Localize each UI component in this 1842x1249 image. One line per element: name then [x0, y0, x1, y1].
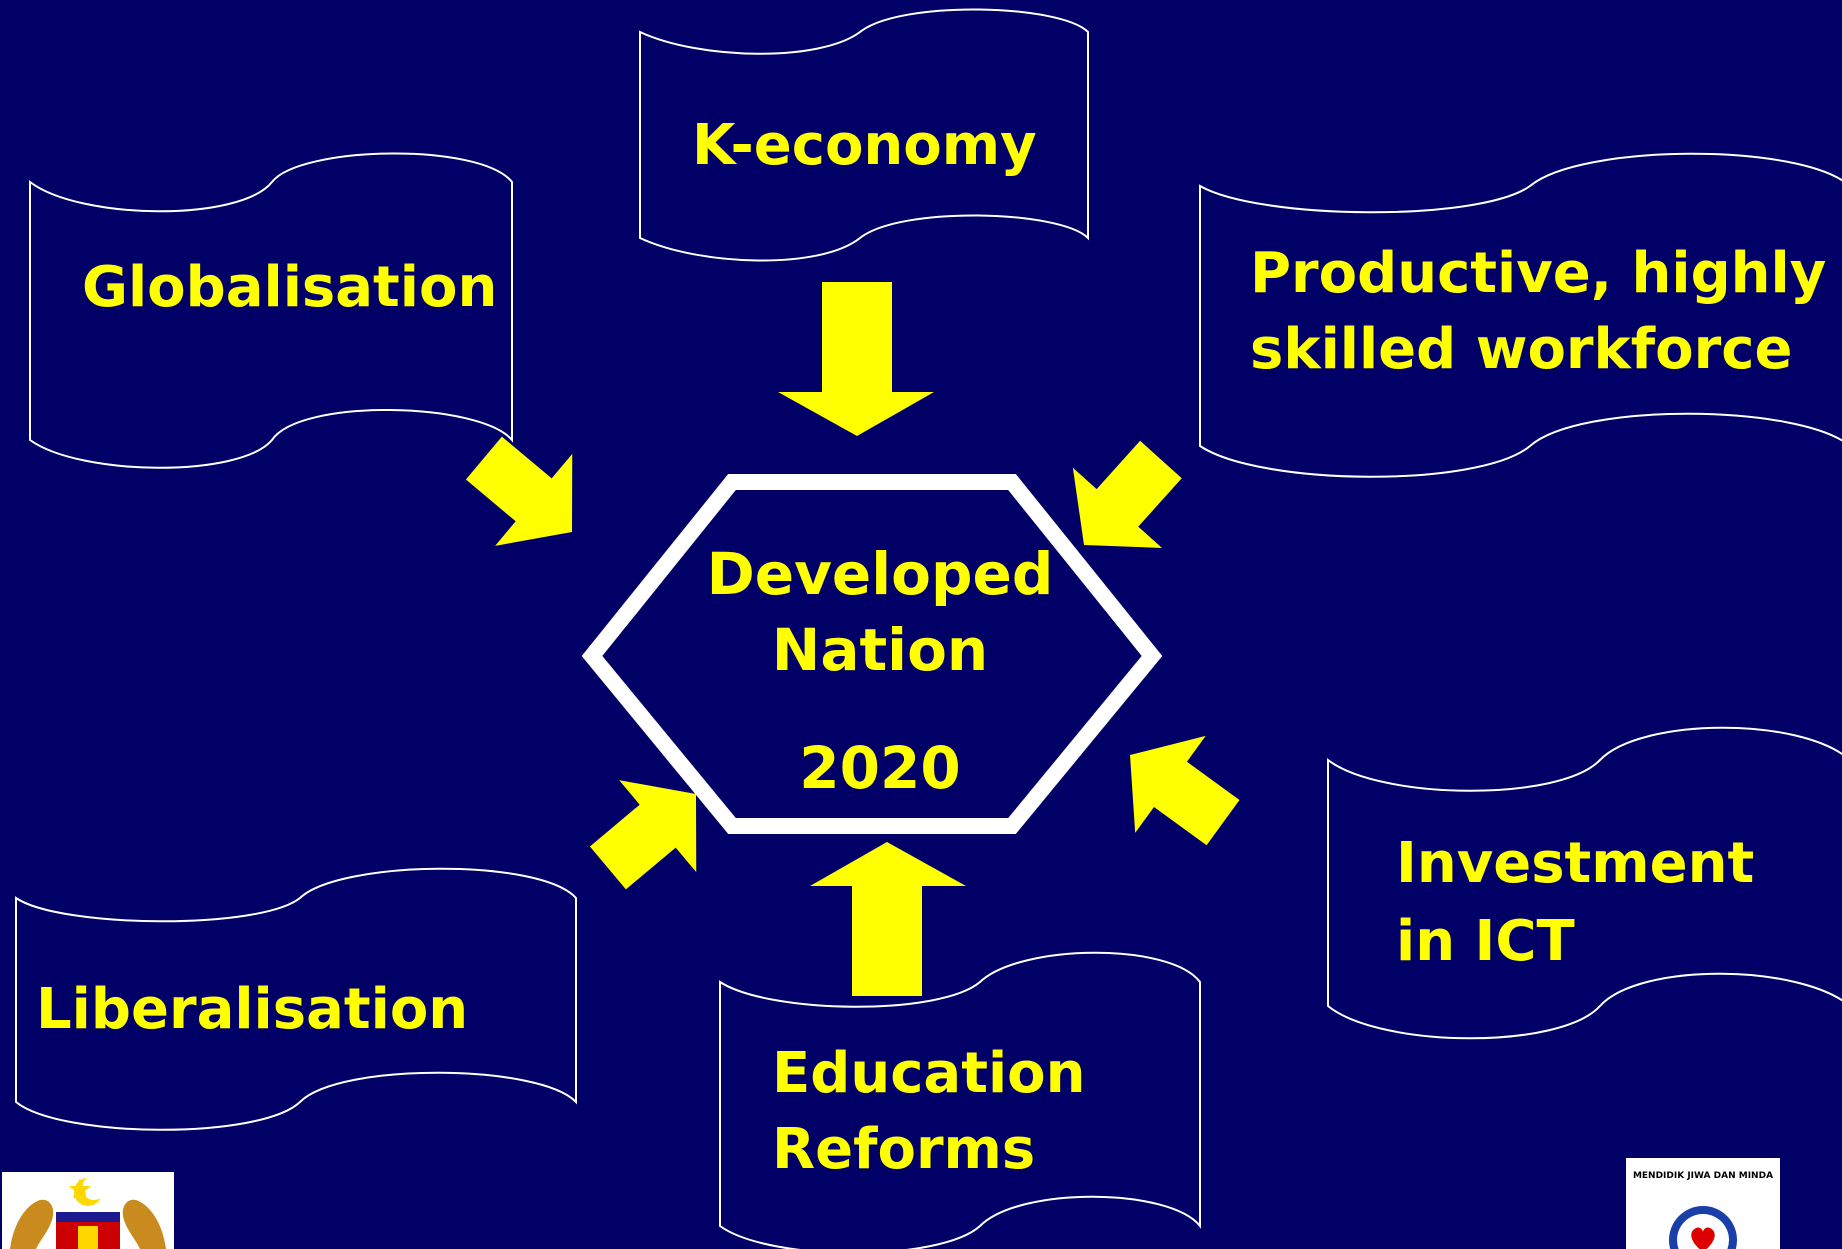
banner-k-economy: [639, 8, 1089, 262]
center-title-line2: Nation: [772, 616, 988, 684]
banner-liberalisation: [15, 867, 577, 1131]
center-hexagon: [581, 474, 1163, 834]
label-workforce-line1: Productive, highly: [1250, 241, 1826, 306]
label-globalisation: Globalisation: [82, 255, 497, 320]
label-liberalisation: Liberalisation: [36, 977, 468, 1042]
arrow-from-workforce: [1072, 440, 1182, 548]
label-k-economy: K-economy: [692, 113, 1037, 178]
banner-investment: [1327, 726, 1842, 1040]
arrow-from-education: [810, 842, 966, 996]
label-education-line2: Reforms: [772, 1117, 1035, 1182]
banner-globalisation: [29, 152, 513, 469]
ministry-emblem-text: MENDIDIK JIWA DAN MINDA: [1633, 1171, 1773, 1181]
label-education-line1: Education: [772, 1041, 1086, 1106]
center-year: 2020: [799, 734, 960, 802]
arrow-from-k-economy: [778, 282, 934, 436]
arrow-from-globalisation: [465, 436, 573, 546]
label-investment-line2: in ICT: [1396, 909, 1575, 974]
coat-of-arms-logo: [2, 1172, 174, 1249]
label-investment-line1: Investment: [1396, 831, 1754, 896]
label-workforce-line2: skilled workforce: [1250, 317, 1792, 382]
arrow-from-liberalisation: [589, 780, 697, 890]
arrow-from-investment: [1130, 735, 1240, 846]
banner-workforce: [1199, 152, 1842, 478]
banner-education: [719, 951, 1201, 1249]
center-title-line1: Developed: [707, 540, 1054, 608]
ministry-emblem-logo: MENDIDIK JIWA DAN MINDA: [1626, 1158, 1780, 1249]
